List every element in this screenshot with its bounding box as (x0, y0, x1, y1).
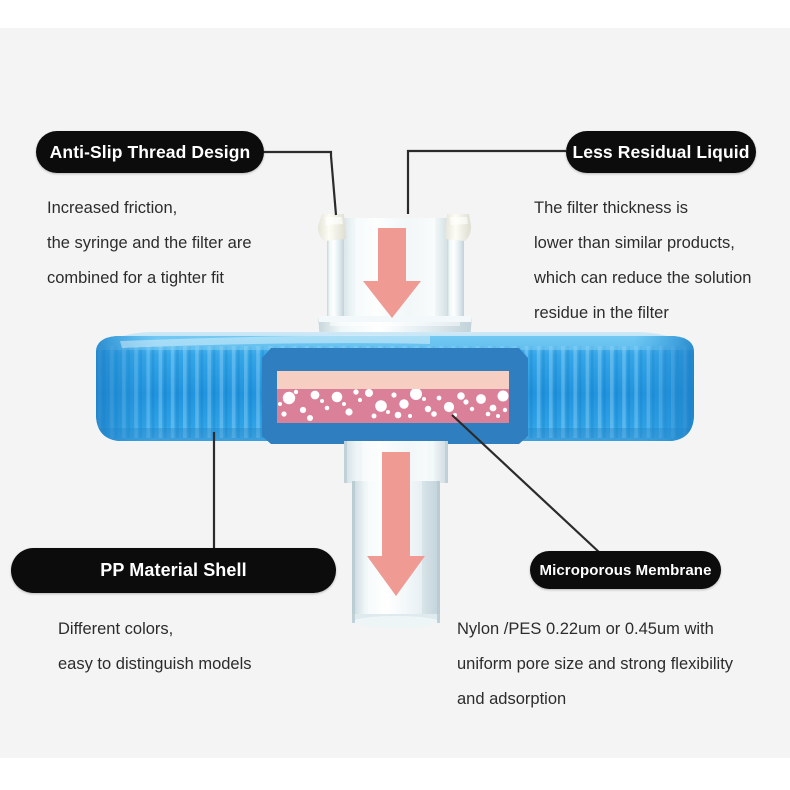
callout-body-microporous-membrane: Nylon /PES 0.22um or 0.45um with uniform… (457, 620, 734, 708)
callout-pill-microporous-membrane[interactable]: Microporous Membrane (530, 551, 721, 589)
leader-less-residual (406, 149, 566, 214)
callout-pill-pp-material-shell[interactable]: PP Material Shell (11, 548, 336, 593)
callout-pill-less-residual-liquid[interactable]: Less Residual Liquid (566, 131, 756, 173)
callout-body-less-residual-liquid: The filter thickness is lower than simil… (534, 199, 752, 322)
callout-body-pp-material-shell: Different colors, easy to distinguish mo… (58, 620, 252, 673)
leader-anti-slip (264, 150, 338, 216)
leader-membrane (451, 414, 601, 554)
callout-pill-anti-slip-thread-design[interactable]: Anti-Slip Thread Design (36, 131, 264, 173)
callout-body-anti-slip-thread-design: Increased friction, the syringe and the … (47, 199, 252, 287)
